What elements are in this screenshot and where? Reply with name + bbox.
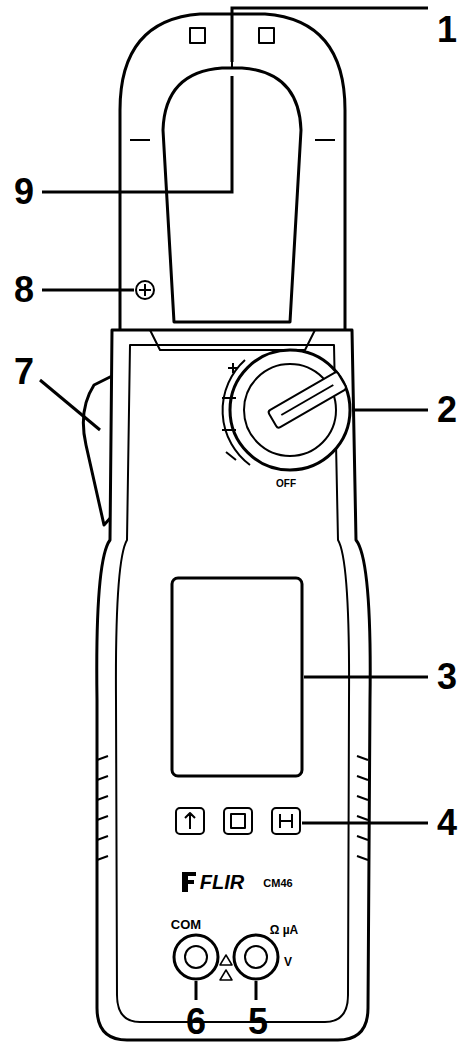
leader-line: [42, 76, 232, 192]
leader-line: [304, 676, 428, 679]
terminal-label: COM: [171, 918, 201, 931]
callout-number: 8: [14, 272, 34, 308]
flir-flame: [182, 872, 196, 892]
screw: [136, 281, 154, 299]
button: [224, 808, 252, 834]
leader-line: [232, 8, 428, 62]
callout-number: 3: [437, 659, 457, 695]
model-name: CM46: [263, 878, 292, 889]
leader-line: [302, 822, 428, 825]
callout-number: 2: [437, 392, 457, 428]
terminal-label: V: [284, 956, 292, 968]
callout-number: 9: [14, 174, 34, 210]
v-jack: [245, 946, 267, 968]
leader-line: [42, 289, 134, 292]
rotary-dial: [230, 350, 350, 470]
brand-logo: FLIR: [200, 872, 244, 892]
body-panel: [116, 345, 349, 1022]
leader-line: [40, 380, 100, 430]
neck-line: [150, 330, 315, 350]
dial-scale: [223, 360, 250, 465]
leader-line: [255, 981, 258, 1000]
callout-number: 7: [14, 354, 34, 390]
v-terminal: [234, 935, 278, 979]
dial-pointer: [268, 371, 347, 428]
jaw-mark: [259, 28, 274, 43]
jaw-line: [315, 139, 335, 141]
callout-number: 5: [248, 1004, 268, 1040]
button-icons: [185, 813, 292, 829]
com-jack: [185, 946, 207, 968]
terminal-label: Ω µA: [270, 924, 299, 936]
com-terminal: [174, 935, 218, 979]
leader-line: [195, 981, 198, 1000]
leader-line: [352, 409, 428, 412]
callout-number: 6: [186, 1004, 206, 1040]
dial-symbols: [222, 363, 238, 460]
meter-body: [97, 330, 370, 1040]
dial-knob: [244, 364, 336, 456]
warning-symbol: [220, 955, 232, 980]
lcd-screen: [172, 578, 302, 776]
jaw-mark: [190, 28, 205, 43]
callout-number: 4: [437, 805, 457, 841]
dial-position-label: OFF: [276, 479, 296, 489]
jaw-line: [130, 139, 150, 141]
pointer-mark: [281, 385, 333, 415]
callout-number: 1: [437, 12, 457, 48]
screw-slot: [139, 284, 151, 296]
